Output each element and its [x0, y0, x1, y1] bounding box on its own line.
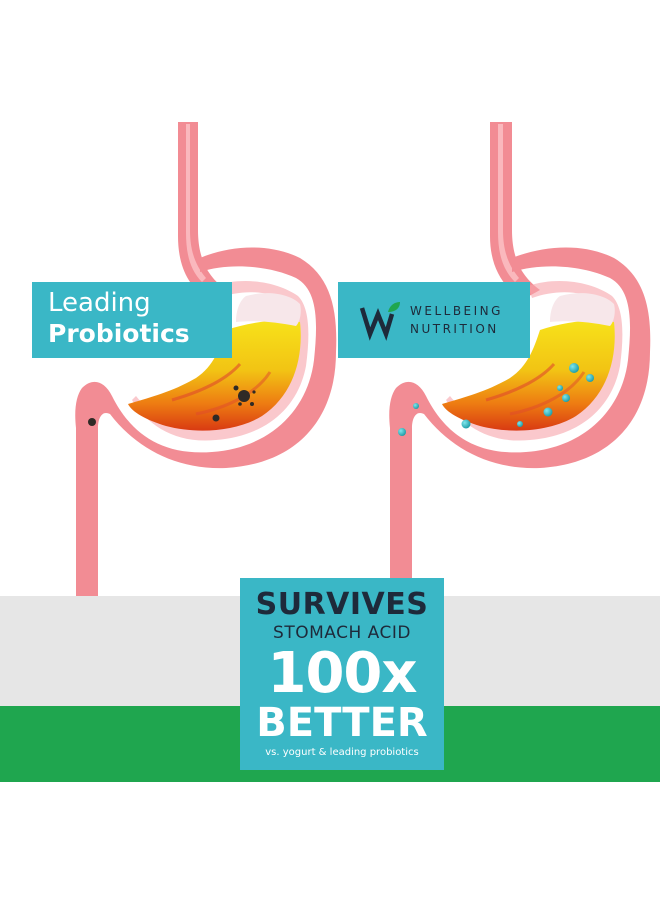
badge-better: BETTER [256, 700, 428, 746]
badge-100x: 100x [267, 641, 417, 706]
label-line-probiotics: Probiotics [48, 319, 190, 348]
badge-survives: SURVIVES [255, 587, 429, 622]
brand-wordmark: WELLBEING NUTRITION [410, 302, 503, 338]
wellbeing-nutrition-label: WELLBEING NUTRITION [338, 282, 530, 358]
right-stomach-icon [389, 122, 651, 596]
brand-line-nutrition: NUTRITION [410, 322, 499, 336]
label-line-leading: Leading [48, 288, 151, 318]
leading-probiotics-label: Leading Probiotics [32, 282, 232, 358]
left-stomach-icon [75, 122, 337, 596]
claim-badge: SURVIVES STOMACH ACID 100x BETTER vs. yo… [240, 578, 444, 770]
wellbeing-logo-mark-icon [359, 302, 400, 341]
brand-line-wellbeing: WELLBEING [410, 304, 503, 318]
badge-stomach-acid: STOMACH ACID [273, 623, 411, 643]
badge-footnote: vs. yogurt & leading probiotics [265, 747, 419, 758]
